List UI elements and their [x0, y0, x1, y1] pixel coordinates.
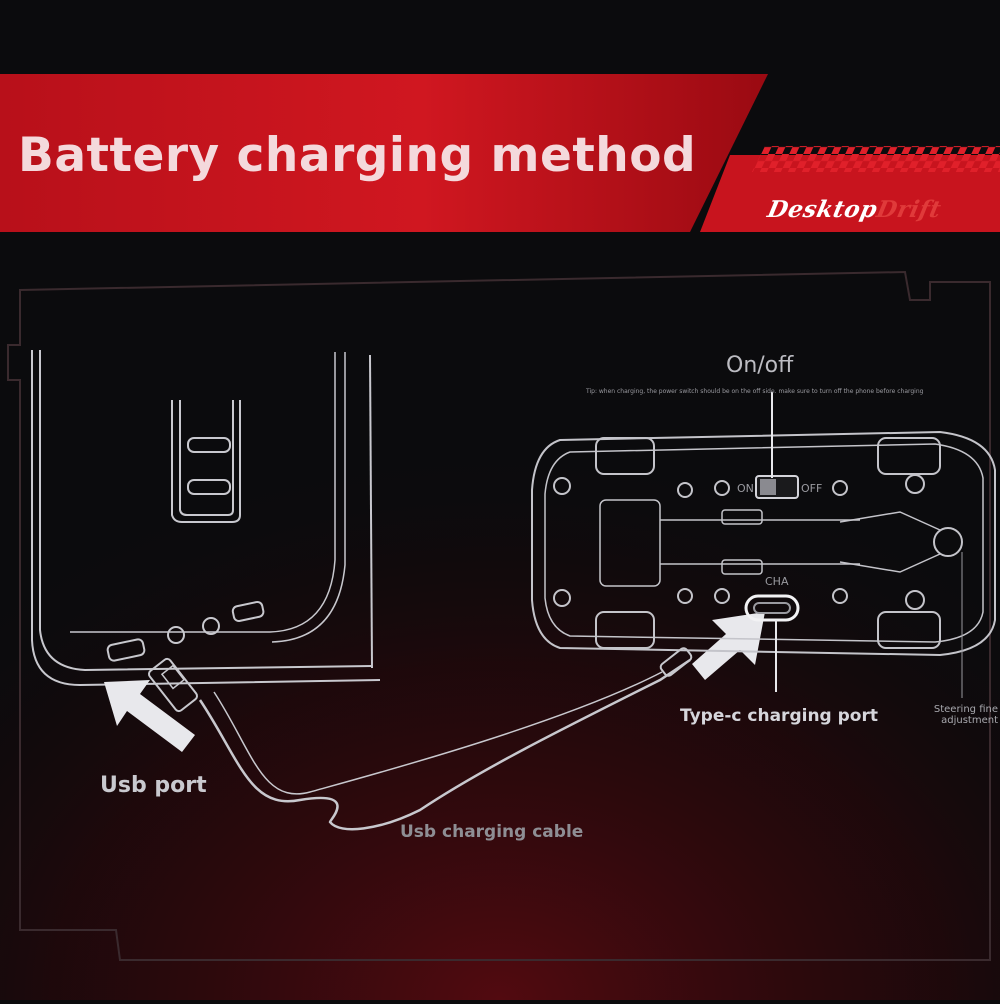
- title-banner: [0, 74, 768, 232]
- typec-port-arrow: [692, 612, 765, 680]
- brand-banner: [700, 155, 1000, 232]
- diagram-frame: [7, 270, 991, 961]
- charging-tip: Tip: when charging, the power switch sho…: [586, 388, 924, 395]
- typec-port: [744, 594, 800, 622]
- checkered-flag-stripe: [752, 146, 1000, 172]
- brand-logo-part2: Drift: [874, 196, 944, 223]
- background-glow: [0, 250, 1000, 1000]
- cha-label: CHA: [765, 575, 789, 588]
- typec-port-label: Type-c charging port: [680, 706, 878, 726]
- usb-port-label: Usb port: [100, 773, 207, 798]
- brand-logo-part1: Desktop: [765, 196, 880, 223]
- page-title: Battery charging method: [18, 128, 697, 183]
- switch-off-label: OFF: [801, 482, 823, 495]
- usb-cable-label: Usb charging cable: [400, 822, 584, 842]
- phone-outline: [31, 350, 381, 687]
- power-switch-knob: [760, 479, 776, 495]
- typec-port-inner: [753, 602, 791, 614]
- brand-logo: DesktopDrift: [765, 196, 944, 223]
- usb-port-arrow: [104, 680, 195, 752]
- on-off-label: On/off: [726, 353, 794, 378]
- usb-charging-cable: [147, 647, 693, 831]
- steering-adjustment-label: Steering fine adjustment: [933, 704, 998, 726]
- switch-on-label: ON: [737, 482, 754, 495]
- car-underside: [531, 430, 996, 657]
